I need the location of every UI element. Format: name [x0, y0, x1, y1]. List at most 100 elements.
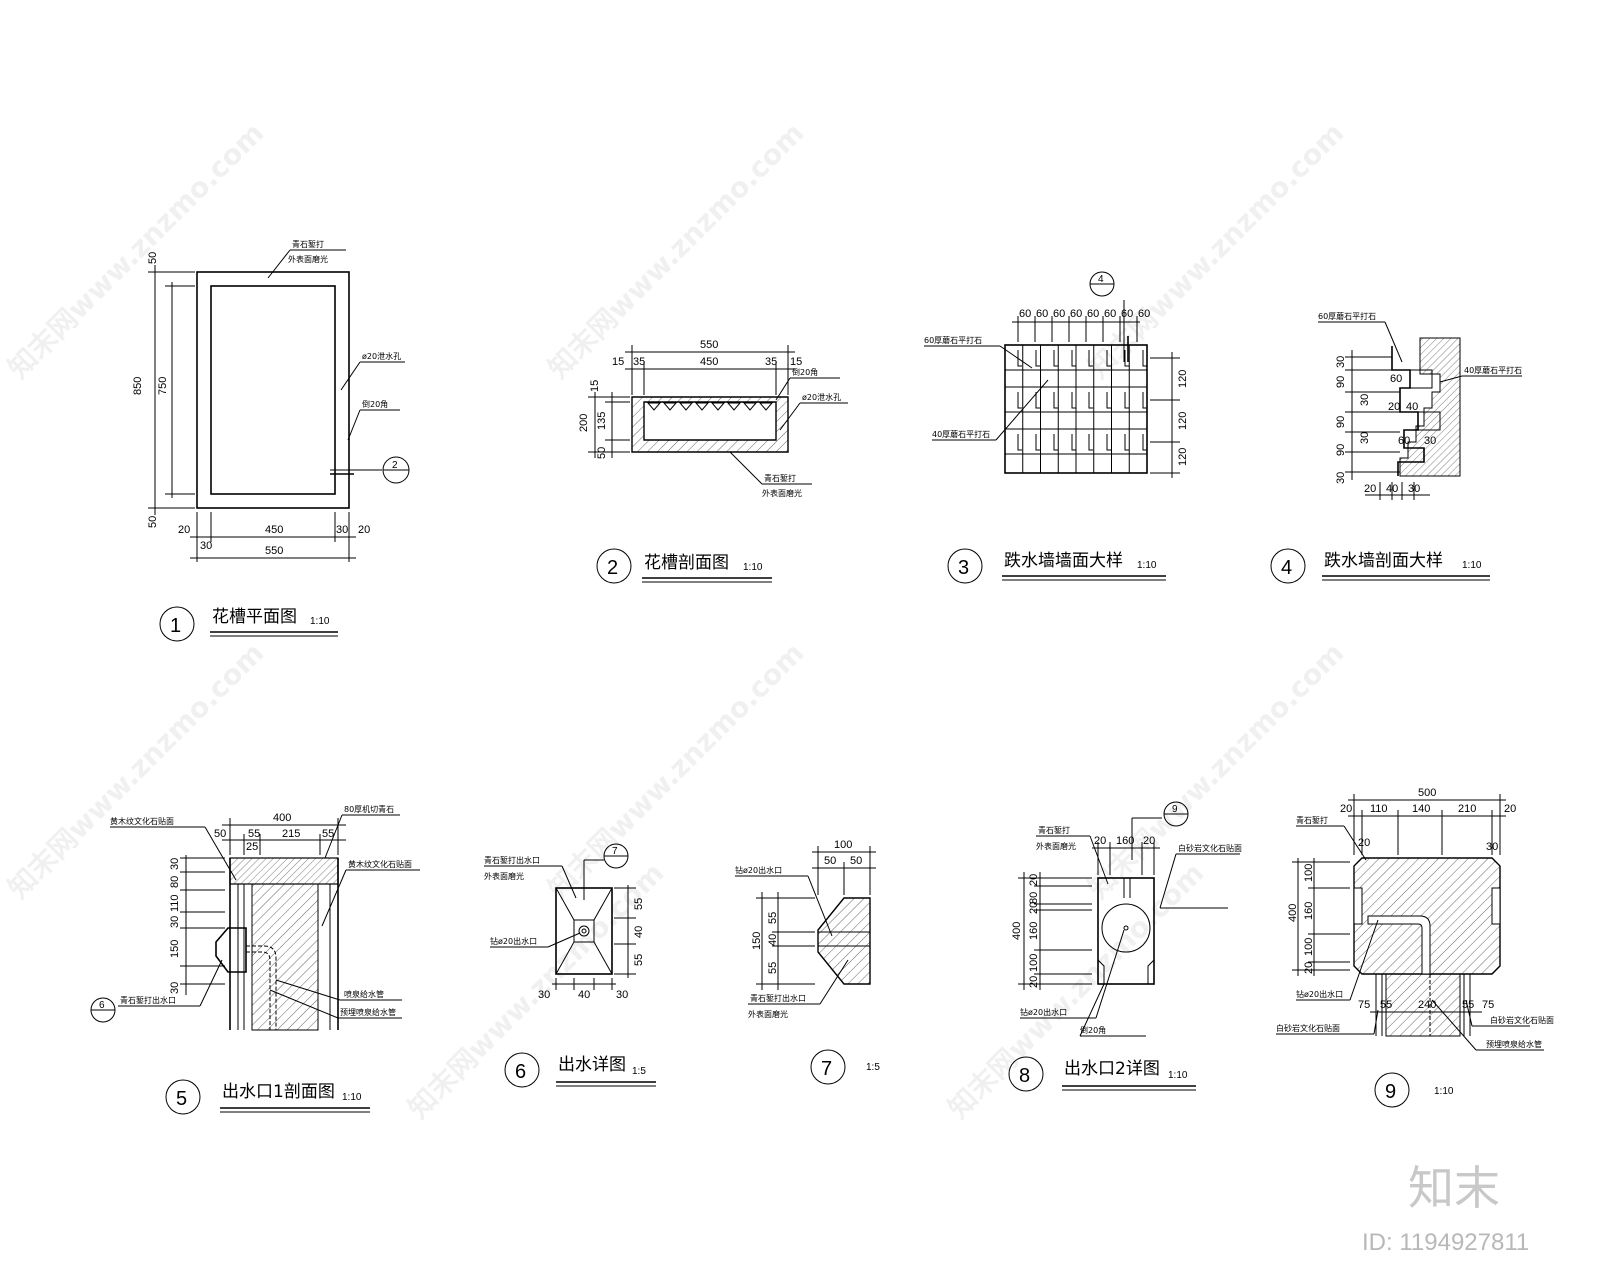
note-f: 预埋喷泉给水管: [340, 1007, 396, 1017]
dim-left: 80: [1028, 892, 1040, 904]
note-d: 白砂岩文化石贴面: [1276, 1023, 1340, 1033]
note-b: 80厚机切青石: [344, 804, 394, 814]
dim-top: 20: [1504, 803, 1516, 815]
dim-h-bot: 50: [596, 447, 608, 459]
dim-sub: 25: [246, 841, 258, 853]
view-9-outlet-2-section: 500 20 110 140 210 20 20 30 400 100 160 …: [1276, 787, 1554, 1108]
ref-section: 7: [612, 846, 618, 857]
ref-section: 9: [1172, 804, 1178, 815]
dim-top: 210: [1458, 803, 1476, 815]
dim-top: 20: [1094, 835, 1106, 847]
dim-h: 400: [1287, 904, 1299, 922]
dim-row: 120: [1177, 412, 1189, 430]
view-title: 出水口1剖面图: [222, 1082, 335, 1102]
dim-left: 90: [1335, 416, 1347, 428]
note-top: 60厚蘑石平打石: [1318, 311, 1376, 321]
dim-inner: 450: [700, 356, 718, 368]
dim-left: 40: [767, 934, 779, 946]
view-number: 9: [1385, 1081, 1396, 1103]
view-3-wall-face: 60 60 60 60 60 60 60 60 120 120 120 60厚蘑…: [924, 271, 1189, 584]
dim-bottom: 75: [1358, 999, 1370, 1011]
note-finish-a: 青石錾打: [764, 473, 796, 483]
dim-inner-h: 750: [157, 377, 169, 395]
dim-bottom: 50: [147, 516, 159, 528]
dim-top: 160: [1116, 835, 1134, 847]
dim-b: 35: [633, 356, 645, 368]
dim-bottom: 55: [1462, 999, 1474, 1011]
dim-total: 400: [273, 812, 291, 824]
brand-logo: 知末: [1408, 1161, 1500, 1215]
view-scale: 1:10: [743, 562, 763, 573]
dim-c: 35: [765, 356, 777, 368]
note-d: 青石錾打出水口: [120, 995, 176, 1005]
ref-detail: 6: [99, 1000, 105, 1011]
view-2-section: 550 450 15 35 35 15 200 15 135 50 倒20角 ø…: [578, 339, 848, 584]
note-c: 白砂岩文化石贴面: [1178, 843, 1242, 853]
dim-right: 40: [633, 926, 645, 938]
view-number: 8: [1019, 1065, 1030, 1087]
view-number: 5: [176, 1088, 187, 1110]
view-number: 6: [515, 1061, 526, 1083]
dim-col: 60: [1053, 308, 1065, 320]
view-1-plan: 850 750 50 50 450 550 20 20 30 30 青石錾打 外…: [132, 239, 410, 642]
view-number: 3: [958, 557, 969, 579]
dim-col: 60: [1121, 308, 1133, 320]
dim-left: 30: [1335, 356, 1347, 368]
dim-wall-l: 30: [200, 540, 212, 552]
note-c: 钻ø20出水口: [490, 936, 537, 946]
dim-left: 30: [1335, 472, 1347, 484]
dim-col: 60: [1070, 308, 1082, 320]
dim-inner: 60: [1398, 435, 1410, 447]
dim-h-mid: 135: [596, 412, 608, 430]
note-e: 倒20角: [1080, 1025, 1106, 1035]
dim-top: 50: [214, 828, 226, 840]
view-scale: 1:10: [1462, 560, 1482, 571]
view-title: 出水口2详图: [1064, 1059, 1160, 1079]
view-7-spout-section: 100 50 50 150 55 40 55 钻ø20出水口 青石錾打出水口 外…: [735, 839, 880, 1085]
view-title: 花槽剖面图: [644, 553, 729, 573]
dim-left: 100: [1303, 864, 1315, 882]
wall-mass: [1399, 337, 1461, 477]
dim-left: 20: [1028, 874, 1040, 886]
note-e: 喷泉给水管: [344, 989, 384, 999]
dim-h: 400: [1011, 922, 1023, 940]
view-scale: 1:5: [866, 1062, 880, 1073]
dim-top-split: 50: [850, 855, 862, 867]
view-number: 7: [821, 1058, 832, 1080]
dim-h-top: 15: [589, 380, 601, 392]
dim-top: 55: [322, 828, 334, 840]
dim-row: 120: [1177, 448, 1189, 466]
note-mid: 40厚蘑石平打石: [1464, 365, 1522, 375]
note-b: 外表面磨光: [1036, 841, 1076, 851]
note-a: 青石錾打出水口: [484, 855, 540, 865]
dim-left: 160: [1303, 902, 1315, 920]
view-4-wall-section: 30 90 30 90 30 90 30 60 20 40 60 30 20 4…: [1270, 311, 1522, 584]
dim-row: 120: [1177, 370, 1189, 388]
dim-top: 20: [1340, 803, 1352, 815]
note-e: 预埋喷泉给水管: [1486, 1039, 1542, 1049]
dim-left: 150: [169, 940, 181, 958]
view-scale: 1:10: [310, 616, 330, 627]
dim-left: 20: [1028, 976, 1040, 988]
dim-right: 55: [633, 898, 645, 910]
dim-top: 100: [834, 839, 852, 851]
note-a: 青石錾打: [1296, 815, 1328, 825]
dim-col: 60: [1138, 308, 1150, 320]
planter-inner: [210, 285, 336, 495]
dim-left: 30: [169, 858, 181, 870]
dim-bottom: 30: [616, 989, 628, 1001]
view-6-spout: 55 40 55 30 40 30 青石錾打出水口 外表面磨光 钻ø20出水口 …: [484, 843, 656, 1088]
note-d: 钻ø20出水口: [1020, 1007, 1067, 1017]
dim-top: 140: [1412, 803, 1430, 815]
dim-top: 55: [248, 828, 260, 840]
dim-left: 20: [1028, 902, 1040, 914]
dim-h-total: 200: [578, 414, 590, 432]
dim-bottom: 30: [1408, 483, 1420, 495]
dim-sub-l: 20: [1358, 837, 1370, 849]
spout-body: [817, 897, 871, 985]
dim-left: 160: [1028, 922, 1040, 940]
note-c: 白砂岩文化石贴面: [1490, 1015, 1554, 1025]
dim-left: 30: [169, 982, 181, 994]
dim-bottom: 55: [1380, 999, 1392, 1011]
planter-outer: [196, 271, 350, 509]
